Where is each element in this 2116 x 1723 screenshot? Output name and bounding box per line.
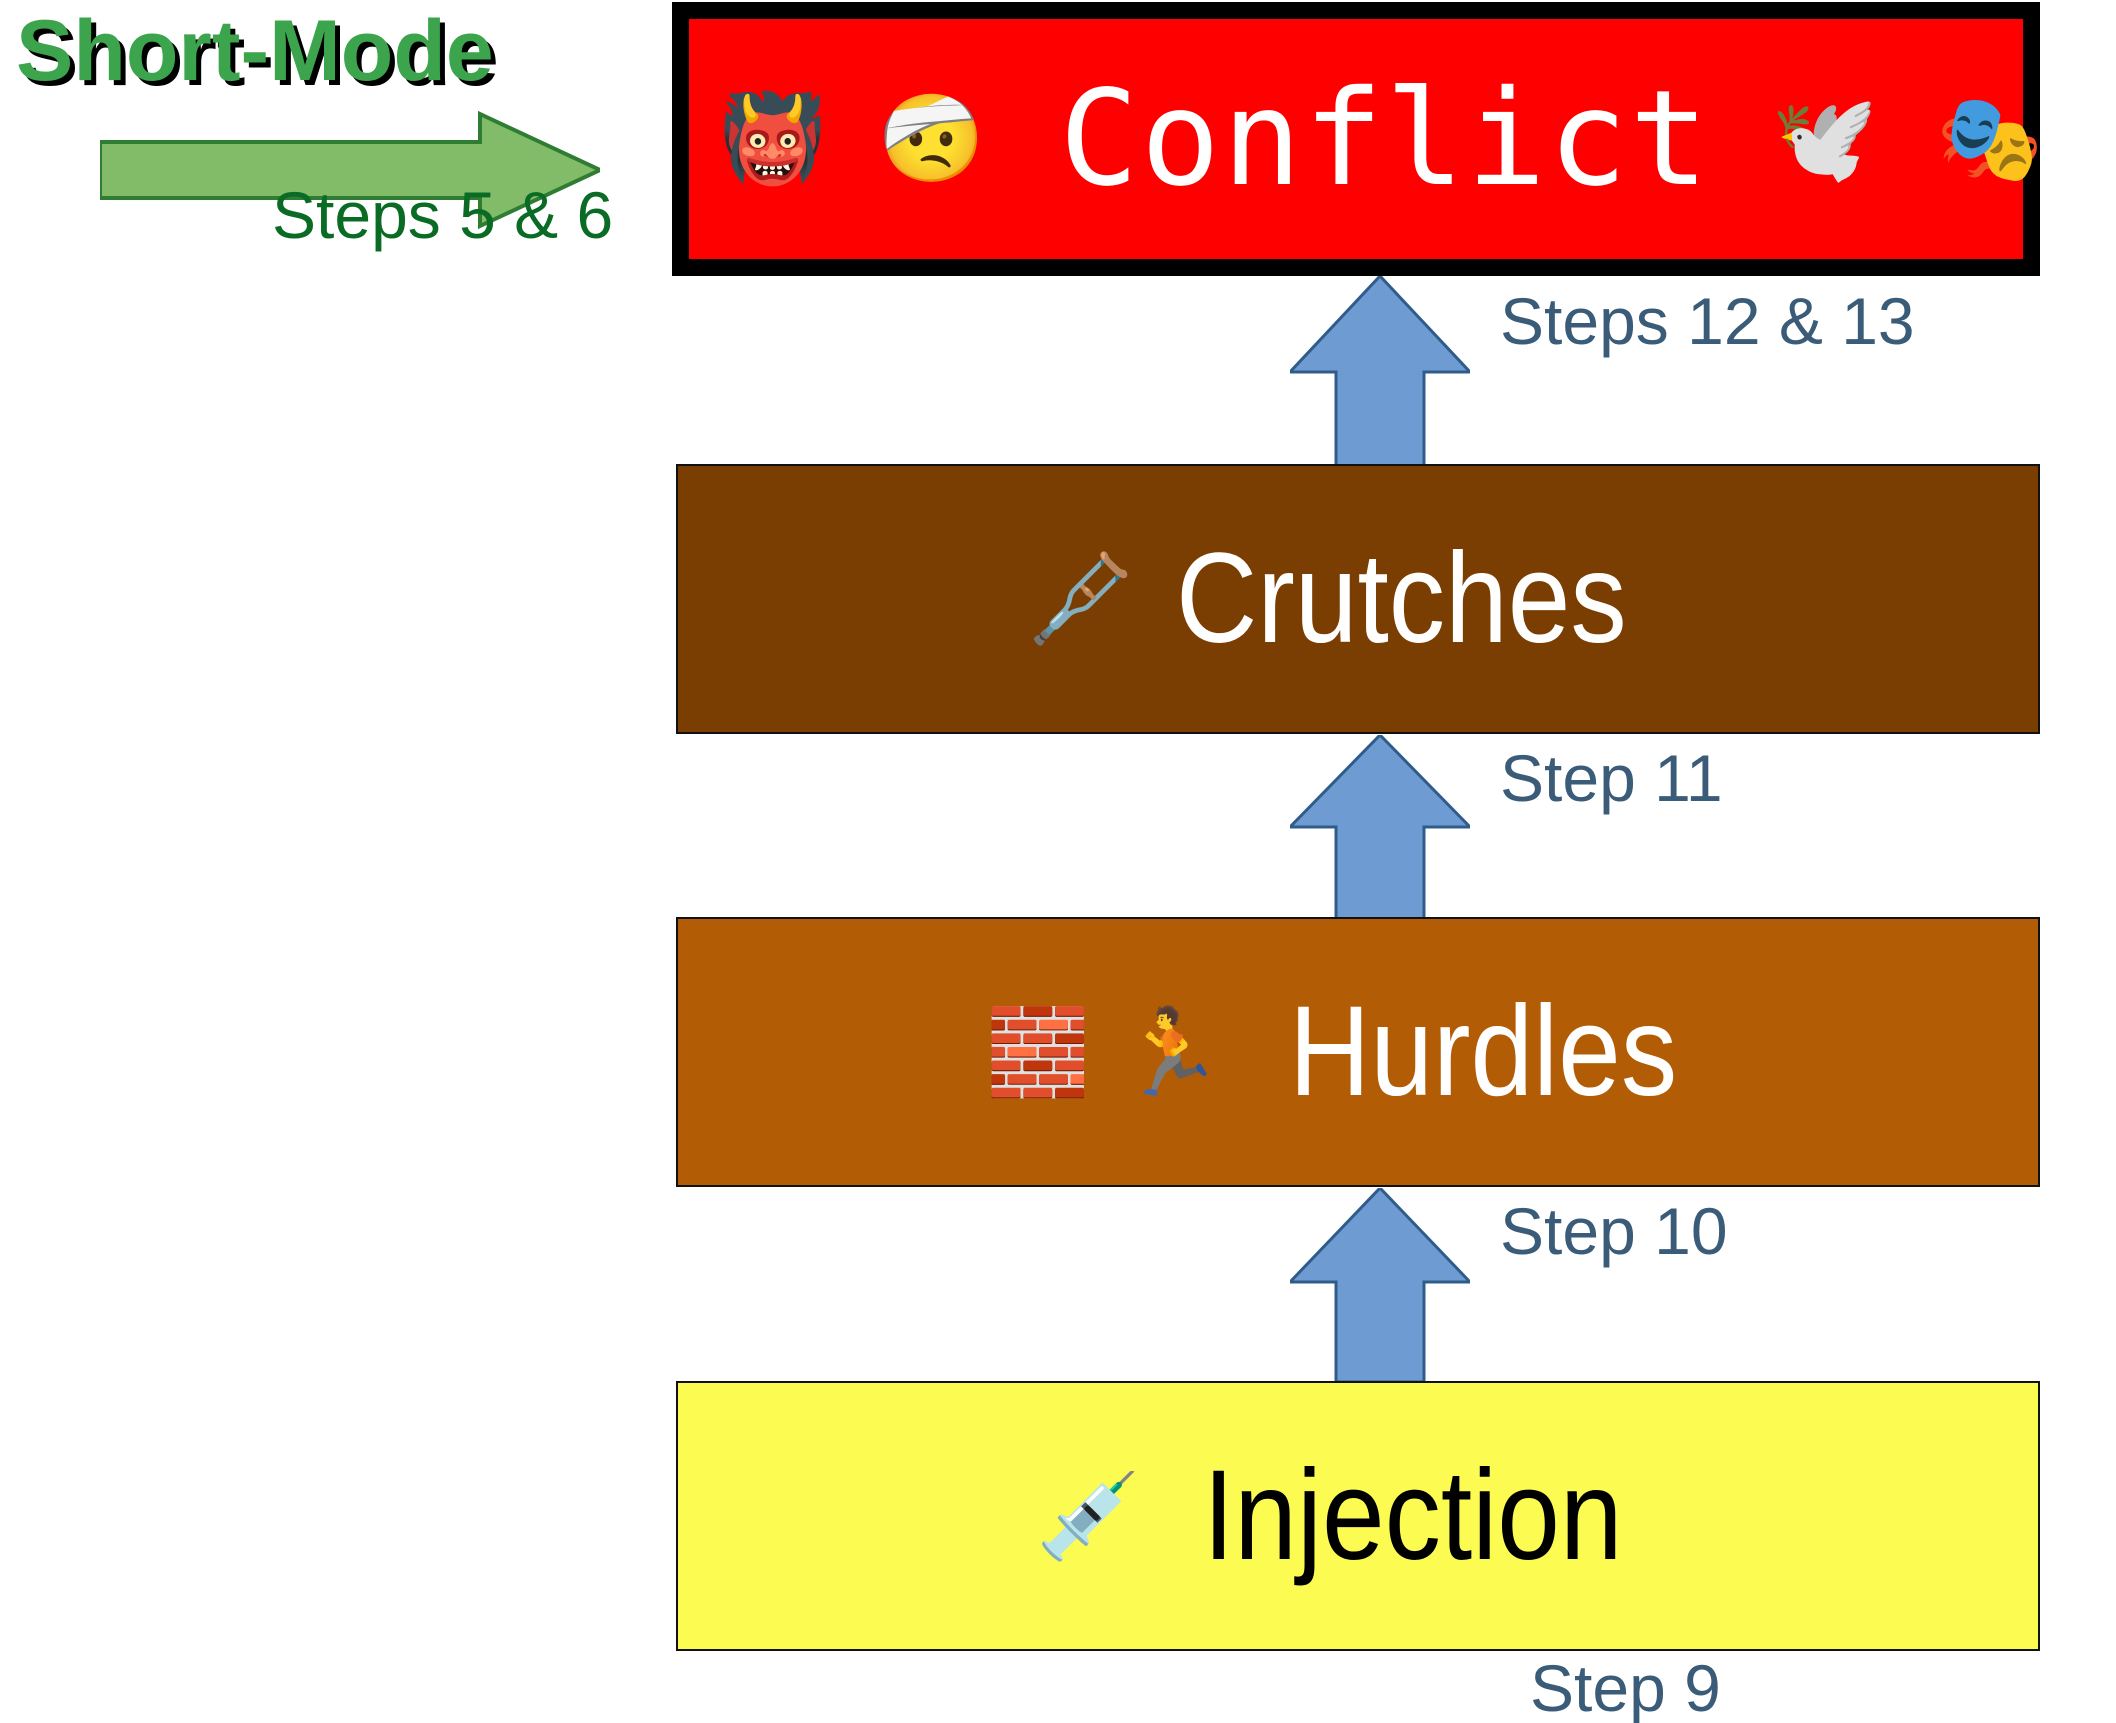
ogre-icon: 👹 bbox=[719, 89, 827, 189]
short-mode-arrow-icon bbox=[100, 110, 600, 230]
flow-box-conflict[interactable]: 👹 🤕 Conflict 🕊️ 🎭 bbox=[672, 2, 2044, 276]
face-with-head-bandage-icon: 🤕 bbox=[878, 89, 986, 189]
person-running-icon: 🏃 bbox=[1118, 1003, 1224, 1101]
arrow-up-to-hurdles-icon bbox=[1290, 1188, 1470, 1382]
crutch-icon: 🩼 bbox=[1027, 549, 1135, 649]
flow-box-crutches[interactable]: 🩼 Crutches bbox=[676, 464, 2040, 734]
arrow-up-to-crutches-icon bbox=[1290, 735, 1470, 925]
flow-box-crutches-label: Crutches bbox=[1176, 527, 1628, 670]
connector-label-step-11: Step 11 bbox=[1500, 741, 1723, 815]
connector-label-step-10: Step 10 bbox=[1500, 1194, 1728, 1268]
flow-box-injection-label: Injection bbox=[1202, 1444, 1623, 1587]
short-mode-steps-label: Steps 5 & 6 bbox=[272, 178, 614, 252]
syringe-icon: 💉 bbox=[1036, 1467, 1141, 1565]
connector-label-steps-12-13: Steps 12 & 13 bbox=[1500, 284, 1915, 358]
brick-wall-icon: 🧱 bbox=[985, 1003, 1091, 1101]
flow-box-injection[interactable]: 💉 Injection bbox=[676, 1381, 2040, 1651]
flow-box-hurdles-label: Hurdles bbox=[1289, 980, 1678, 1123]
connector-label-step-9: Step 9 bbox=[1530, 1651, 1721, 1723]
dove-icon: 🕊️ bbox=[1770, 89, 1879, 189]
short-mode-title: Short-Mode bbox=[16, 3, 494, 99]
flow-box-conflict-label: Conflict bbox=[1059, 62, 1711, 216]
performing-arts-masks-icon: 🎭 bbox=[1936, 89, 2044, 189]
arrow-up-to-conflict-icon bbox=[1290, 276, 1470, 476]
flow-box-hurdles[interactable]: 🧱 🏃 Hurdles bbox=[676, 917, 2040, 1187]
